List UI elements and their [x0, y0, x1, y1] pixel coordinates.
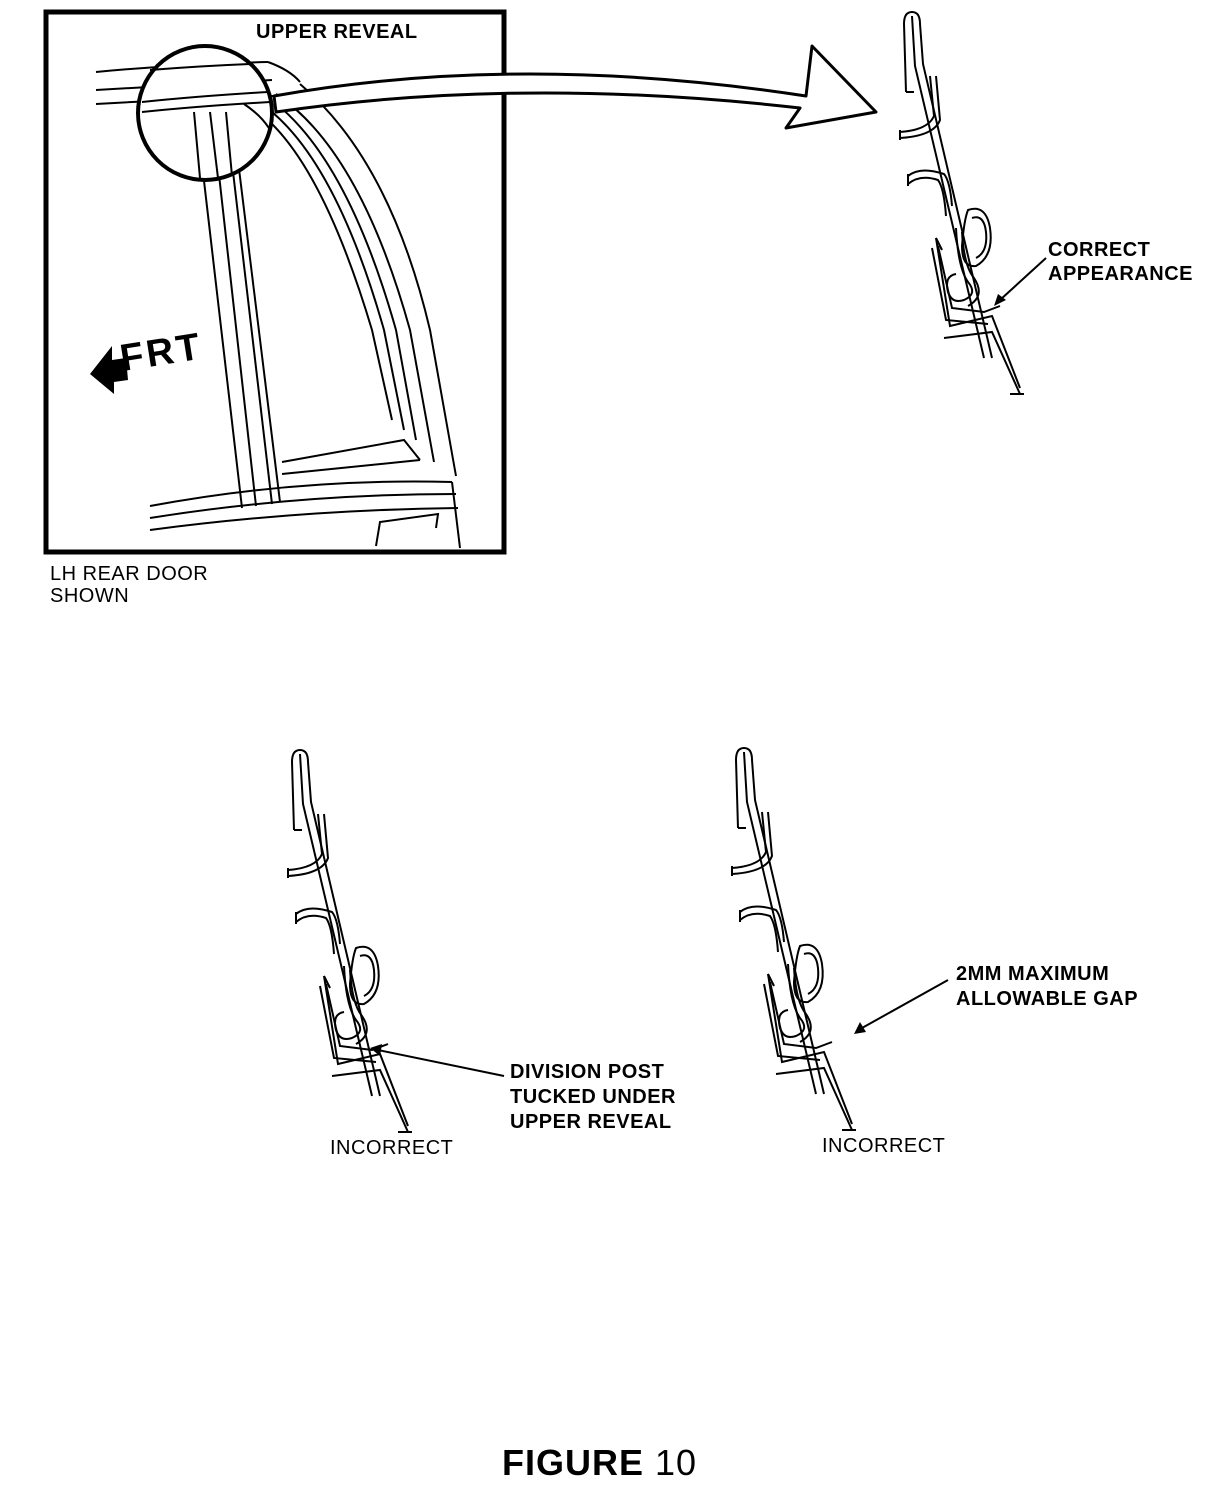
- inset-frame: [43, 9, 507, 555]
- upper-reveal-title: UPPER REVEAL: [256, 21, 418, 43]
- magnifier-circle: [136, 44, 274, 182]
- correct-label-line2: APPEARANCE: [1048, 263, 1194, 285]
- incorrect-left-leader-line: [377, 1049, 505, 1077]
- incorrect-right-leader-line: [861, 979, 949, 1029]
- max-gap-label-line2: ALLOWABLE GAP: [956, 988, 1139, 1010]
- incorrect-right-section-drawing: [731, 747, 857, 1131]
- callout-arrow-icon: [272, 44, 878, 130]
- correct-leader-line: [999, 257, 1047, 301]
- max-gap-label-line1: 2MM MAXIMUM: [956, 963, 1110, 985]
- division-post-label-line2: TUCKED UNDER: [510, 1086, 676, 1108]
- incorrect-left-section-drawing: [287, 749, 413, 1133]
- incorrect-left-status: INCORRECT: [330, 1137, 454, 1159]
- door-note-line1: LH REAR DOOR: [50, 563, 209, 585]
- figure-caption: FIGURE 10: [502, 1442, 697, 1484]
- incorrect-right-status: INCORRECT: [822, 1135, 946, 1157]
- door-note-line2: SHOWN: [50, 585, 130, 607]
- front-arrow-icon: [90, 346, 128, 394]
- correct-label-line1: CORRECT: [1048, 239, 1151, 261]
- division-post-label-line1: DIVISION POST: [510, 1061, 665, 1083]
- figure-caption-word: FIGURE: [502, 1442, 645, 1483]
- figure-caption-number: 10: [655, 1442, 698, 1483]
- door-inset-view: [43, 9, 507, 555]
- correct-section-drawing: [899, 11, 1025, 395]
- division-post-label-line3: UPPER REVEAL: [510, 1111, 672, 1133]
